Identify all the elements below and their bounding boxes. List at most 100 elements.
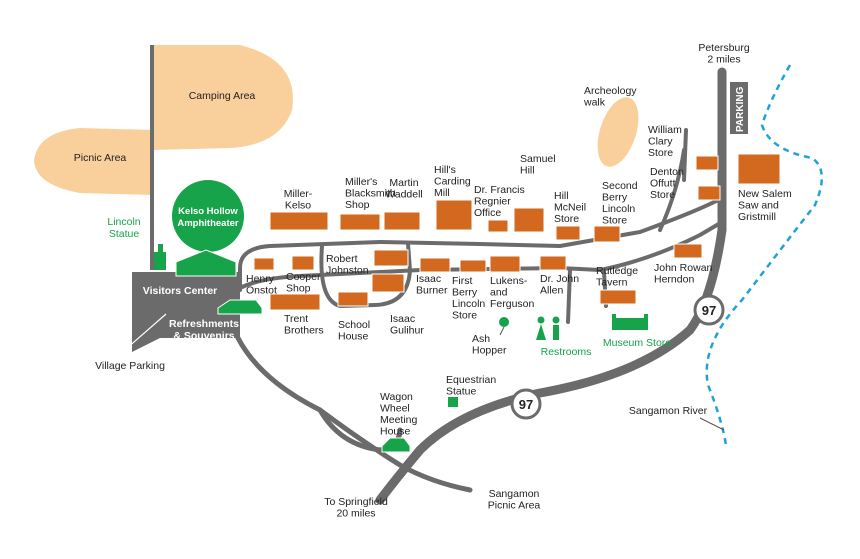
label-blacksmith-2: Blacksmith [345, 188, 396, 200]
label-archeology-2: walk [583, 97, 606, 109]
visitors-center-label: Visitors Center [143, 285, 218, 297]
label-carding-1: Hill's [434, 164, 456, 176]
building-lukens[interactable] [489, 255, 521, 273]
visitors-green-building[interactable] [175, 249, 237, 277]
refreshments-label-2: & Souvenirs [173, 330, 234, 342]
building-regnier[interactable] [487, 219, 509, 233]
label-rowan-2: Herndon [654, 274, 694, 286]
label-ash-1: Ash [472, 333, 490, 345]
building-robert-johnston[interactable] [373, 249, 409, 267]
building-samuel-hill[interactable] [513, 207, 545, 233]
river-pointer [699, 417, 725, 431]
label-archeology-1: Archeology [584, 85, 637, 97]
picnic-area[interactable] [34, 128, 152, 195]
museum-store-label: Museum Store [603, 337, 671, 349]
building-isaac-burner[interactable] [419, 257, 451, 273]
label-trent-2: Brothers [284, 325, 324, 337]
building-blacksmith[interactable] [339, 213, 381, 231]
label-isaac-burner-2: Burner [416, 285, 448, 297]
building-rowan-herndon[interactable] [673, 243, 703, 259]
building-school-house[interactable] [337, 291, 369, 307]
label-equestrian-1: Equestrian [446, 374, 496, 386]
lincoln-statue-label-1: Lincoln [107, 216, 140, 228]
label-isaac-gulihur-2: Gulihur [390, 325, 424, 337]
building-hill-mcneil[interactable] [555, 225, 581, 241]
archeology-walk[interactable] [590, 92, 646, 172]
label-miller-kelso-1: Miller- [284, 188, 313, 200]
label-hill-mcneil-3: Store [554, 213, 579, 225]
label-wagon-2: Wheel [380, 403, 410, 415]
label-sawmill-3: Gristmill [738, 211, 776, 223]
building-martin-waddell[interactable] [383, 211, 421, 231]
restrooms-icon[interactable] [536, 316, 560, 341]
label-isaac-burner-1: Isaac [416, 273, 441, 285]
label-second-berry-4: Store [602, 215, 627, 227]
visitors-center[interactable] [132, 272, 240, 352]
label-sawmill-2: Saw and [738, 200, 779, 212]
wagon-wheel-building[interactable] [381, 437, 411, 453]
picnic-area-label: Picnic Area [74, 152, 127, 164]
label-robert-2: Johnston [326, 265, 369, 277]
label-henry-onstot-1: Henry [246, 273, 275, 285]
label-regnier-1: Dr. Francis [474, 184, 525, 196]
route-97-label-south: 97 [519, 397, 533, 412]
label-miller-kelso-2: Kelso [285, 200, 311, 212]
label-wagon-3: Meeting [380, 414, 418, 426]
label-second-berry-1: Second [602, 180, 638, 192]
building-dr-allen[interactable] [539, 255, 567, 271]
label-second-berry-2: Berry [602, 192, 628, 204]
camping-area[interactable] [152, 45, 293, 150]
route-97-shield-north: 97 [693, 294, 725, 326]
label-sangamon-picnic-1: Sangamon [489, 488, 540, 500]
label-trent-1: Trent [284, 313, 308, 325]
label-petersburg-2: 2 miles [707, 54, 740, 66]
label-clary-3: Store [648, 147, 673, 159]
label-hill-mcneil-2: McNeil [554, 202, 586, 214]
label-school-1: School [338, 319, 370, 331]
village-parking-pointer [117, 313, 167, 357]
label-clary-1: William [648, 124, 682, 136]
route-97-label-north: 97 [702, 303, 716, 318]
label-regnier-2: Regnier [474, 196, 511, 208]
label-denton-1: Denton [650, 166, 684, 178]
building-isaac-gulihur[interactable] [371, 273, 405, 293]
label-blacksmith-1: Miller's [345, 176, 377, 188]
label-denton-3: Store [650, 189, 675, 201]
ash-hopper-marker[interactable] [499, 317, 509, 327]
building-miller-kelso[interactable] [269, 211, 329, 231]
amphitheater[interactable] [172, 180, 244, 252]
lincoln-statue-icon[interactable] [154, 244, 166, 270]
building-denton[interactable] [697, 185, 721, 201]
label-rowan-1: John Rowan [654, 262, 713, 274]
building-first-berry[interactable] [459, 259, 487, 273]
building-henry-onstot[interactable] [253, 257, 275, 271]
parking-sign[interactable] [730, 82, 748, 134]
label-dr-allen-2: Allen [540, 285, 564, 297]
label-second-berry-3: Lincoln [602, 203, 635, 215]
building-sawmill[interactable] [737, 153, 781, 185]
equestrian-statue-marker[interactable] [448, 397, 458, 407]
label-school-2: House [338, 331, 369, 343]
main-village-road [238, 196, 724, 270]
label-cooper-1: Cooper [286, 271, 321, 283]
building-carding-mill[interactable] [435, 199, 473, 231]
sangamon-river-label: Sangamon River [629, 405, 708, 417]
picnic-road [235, 335, 473, 493]
label-denton-2: Offutt [650, 178, 676, 190]
refreshments-green-building[interactable] [217, 299, 263, 315]
label-sangamon-picnic-2: Picnic Area [488, 500, 541, 512]
building-rutledge[interactable] [599, 289, 637, 305]
building-trent-brothers[interactable] [269, 293, 321, 311]
parking-label: PARKING [735, 86, 746, 132]
building-second-berry[interactable] [593, 225, 621, 243]
restroom-path [566, 268, 572, 324]
museum-store-icon[interactable] [612, 314, 648, 330]
label-hill-mcneil-1: Hill [554, 190, 569, 202]
building-clary[interactable] [695, 155, 719, 171]
label-regnier-3: Office [474, 207, 501, 219]
label-rutledge-2: Tavern [596, 277, 628, 289]
label-carding-3: Mill [434, 187, 450, 199]
building-cooper-shop[interactable] [291, 255, 315, 271]
label-petersburg-1: Petersburg [698, 42, 750, 54]
